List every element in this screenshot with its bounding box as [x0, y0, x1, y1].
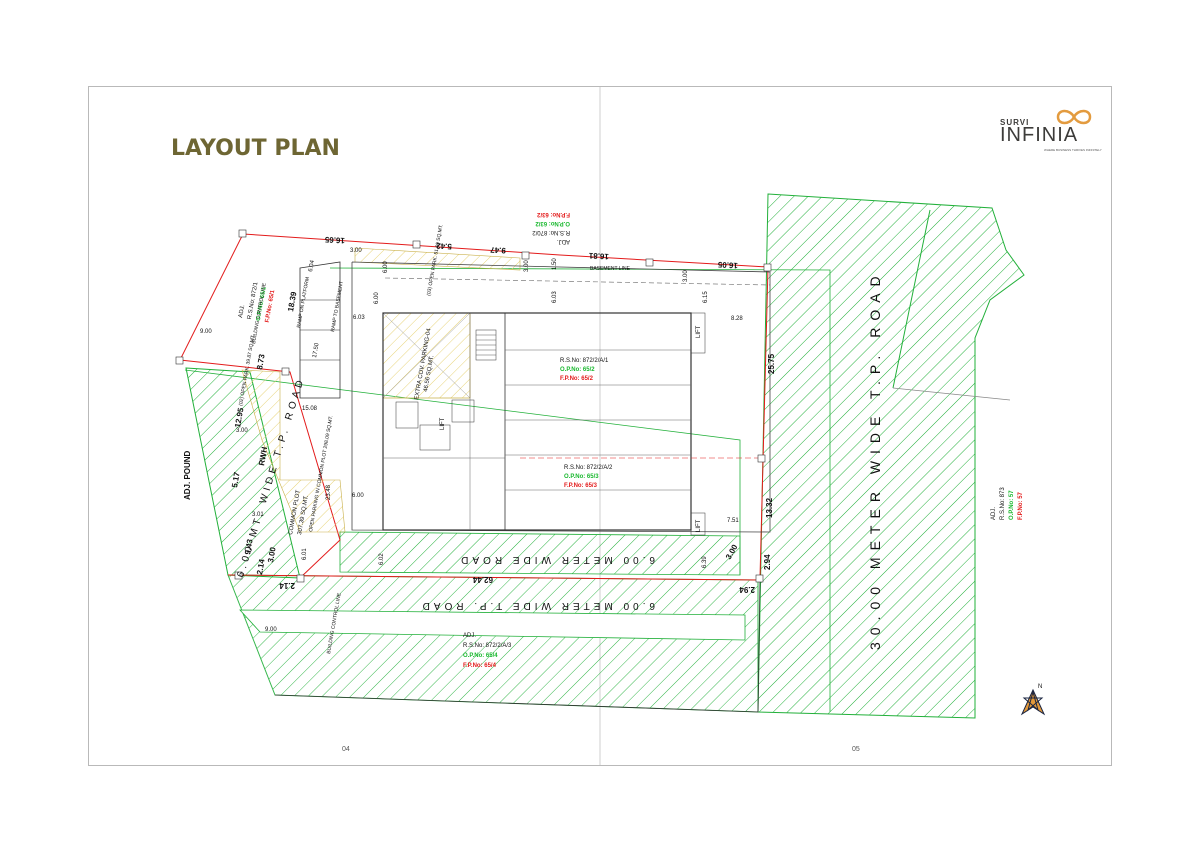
- plot2-label: R.S.No: 872/2/A/2 O.P.No: 65/3 F.P.No: 6…: [564, 465, 613, 489]
- adj-8722a3-adj: ADJ.: [463, 633, 476, 639]
- common-plot-zone: [241, 369, 346, 533]
- dim-d42: 6.00: [352, 493, 364, 499]
- brand-logo: SURVI INFINIA WHERE BUSINESS THRIVES INF…: [1000, 106, 1102, 154]
- infinity-logo-icon: [1056, 109, 1092, 125]
- dim-d4: 16.81: [588, 251, 609, 261]
- adj-873-op: O.P.No: 57: [1009, 490, 1015, 520]
- ramp-label: RAMP ON PLATFORM: [296, 277, 311, 329]
- adj-8722a3-op: O.P.No: 65/4: [463, 653, 498, 659]
- plot1-rs: R.S.No: 872/2/A/1: [560, 358, 609, 364]
- adj-8722a3-fp: F.P.No: 65/4: [463, 663, 497, 669]
- dim-d40: 6.00: [383, 261, 389, 273]
- dim-d21: 9.00: [265, 627, 277, 633]
- dim-d22: 6.00: [374, 292, 380, 304]
- adj-8702-adj: ADJ.: [557, 238, 570, 244]
- logo-tagline: WHERE BUSINESS THRIVES INFINITELY: [1044, 148, 1102, 152]
- dim-d25: 17.50: [312, 342, 321, 358]
- north-label: N: [1038, 684, 1042, 690]
- dim-d15: 2.94: [739, 585, 755, 594]
- dim-d36: 6.15: [703, 291, 709, 303]
- ramp: [299, 261, 341, 399]
- dim-d26: 15.08: [302, 406, 318, 412]
- road-30m-area: [757, 193, 1025, 719]
- plot2-op: O.P.No: 65/3: [564, 474, 599, 480]
- main-building: [382, 312, 765, 536]
- page-frame: [88, 86, 1112, 766]
- plot2-rs: R.S.No: 872/2/A/2: [564, 465, 613, 471]
- dim-d11: 25.75: [767, 353, 776, 374]
- dim-d5: 16.05: [717, 260, 738, 270]
- dim-d3: 9.47: [490, 245, 507, 255]
- dim-d34: 7.51: [727, 518, 739, 524]
- road-inner-label: 6.00 METER WIDE ROAD: [457, 554, 655, 565]
- dim-d13: 62.44: [472, 575, 493, 584]
- adj-8722a3-rs: R.S.No: 872/2/A/3: [463, 643, 512, 649]
- adj-8721-adj: ADJ.: [238, 304, 246, 318]
- basement-line-label: BASEMENT LINE: [590, 266, 631, 272]
- road-bottom-label: 6.00 METER WIDE T.P. ROAD: [419, 600, 655, 611]
- dim-d24: 6.04: [308, 259, 316, 272]
- dim-d14: 2.94: [763, 554, 772, 570]
- dim-d8: 12.95: [233, 407, 245, 429]
- dim-d2: 5.42: [436, 241, 453, 251]
- dim-d41: 6.03: [552, 291, 558, 303]
- dim-d30: 3.01: [252, 512, 264, 518]
- dim-d17: 2.14: [279, 581, 295, 590]
- dim-d10: 9.43: [243, 538, 255, 555]
- rwh-label: RWH: [257, 446, 269, 466]
- adj-8702-op: O.P.No: 63/2: [535, 220, 570, 226]
- road-30m-label: 30.00 METER WIDE T.P. ROAD: [867, 269, 883, 650]
- dim-d9: 5.17: [230, 471, 242, 488]
- survey-markers: [175, 229, 772, 583]
- north-arrow-icon: N: [1020, 684, 1046, 716]
- dim-d12: 13.32: [765, 497, 774, 518]
- dim-d33: 6.39: [702, 556, 708, 568]
- dim-d1: 16.65: [324, 235, 345, 245]
- property-boundary: [179, 233, 769, 579]
- dim-d23: 6.03: [353, 315, 365, 321]
- lift-label-2: LIFT: [696, 519, 702, 532]
- dim-d29: 23.48: [326, 484, 332, 500]
- open-parking-03-zone: [354, 247, 521, 271]
- adj-873-fp: F.P.No: 57: [1018, 491, 1024, 520]
- dim-d7: 8.73: [255, 353, 267, 370]
- adj-pound-label: ADJ. POUND: [183, 450, 192, 500]
- plot1-fp: F.P.No: 65/2: [560, 376, 594, 382]
- adj-8721-fp: F.P.No: 65/1: [265, 289, 277, 323]
- plot1-label: R.S.No: 872/2/A/1 O.P.No: 65/2 F.P.No: 6…: [560, 358, 609, 382]
- dim-d20: 9.00: [200, 329, 212, 335]
- page-number-right: 05: [852, 746, 860, 753]
- dim-d39: 3.00: [524, 260, 530, 272]
- dim-d32: 6.02: [379, 553, 385, 565]
- dim-d16: 2.14: [255, 558, 267, 575]
- dim-d28: 3.00: [350, 248, 362, 254]
- dim-d38: 1.50: [552, 258, 558, 270]
- dim-d27: 3.00: [236, 428, 248, 434]
- adj-8722a3-label: ADJ. R.S.No: 872/2/A/3 O.P.No: 65/4 F.P.…: [463, 633, 512, 669]
- lift-label-1: LIFT: [696, 325, 702, 338]
- dim-d31: 6.01: [302, 548, 308, 560]
- lift-label-3: LIFT: [440, 417, 446, 430]
- logo-main-text: INFINIA: [1000, 124, 1079, 146]
- adj-8702-rs: R.S.No: 870/2: [532, 229, 570, 235]
- road-inner-area: [339, 531, 741, 576]
- adj-8702-fp: F.P.No: 63/2: [536, 211, 570, 217]
- dim-d18: 3.00: [266, 546, 278, 563]
- page-number-left: 04: [342, 746, 350, 753]
- page-title: LAYOUT PLAN: [171, 136, 340, 161]
- adj-873-adj: ADJ.: [991, 507, 997, 520]
- adj-873-rs: R.S.No: 873: [1000, 487, 1006, 520]
- dim-d37: 3.00: [683, 270, 689, 282]
- dim-d35: 8.28: [731, 316, 743, 322]
- dim-d6: 18.39: [286, 291, 298, 313]
- plot1-op: O.P.No: 65/2: [560, 367, 595, 373]
- adj-8702-label: ADJ. R.S.No: 870/2 O.P.No: 63/2 F.P.No: …: [532, 211, 570, 244]
- adj-873-label: ADJ. R.S.No: 873 O.P.No: 57 F.P.No: 57: [991, 487, 1024, 520]
- logo-top-text: SURVI: [1000, 118, 1030, 127]
- plot2-fp: F.P.No: 65/3: [564, 483, 598, 489]
- ramp-to-label: RAMP TO BASEMENT: [330, 281, 345, 333]
